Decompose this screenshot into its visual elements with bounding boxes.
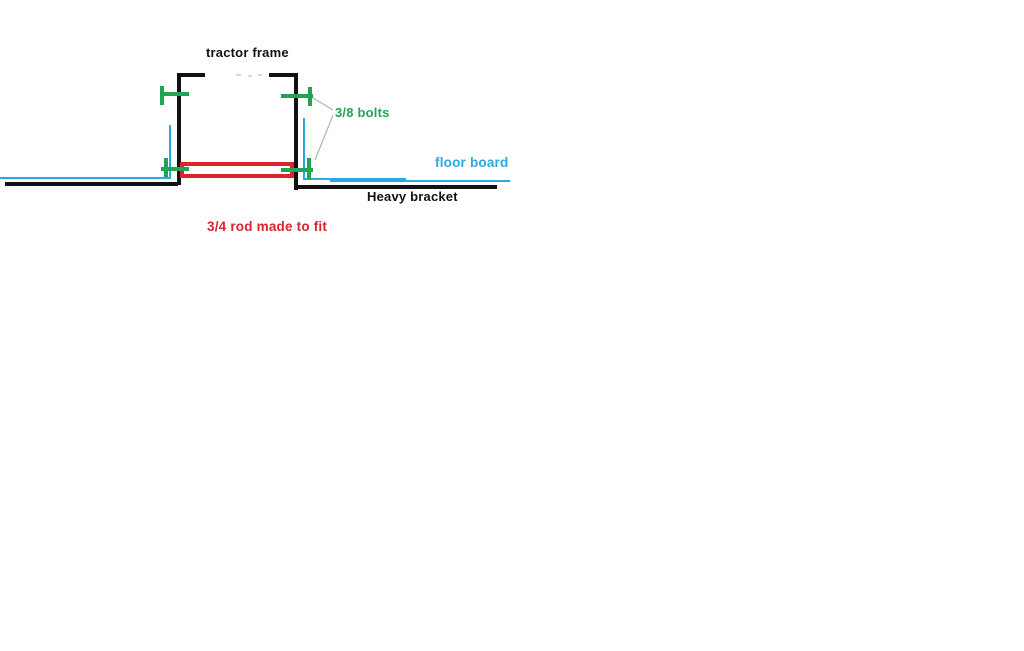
tractor-frame-right-flange (269, 73, 298, 77)
bolt-top-left-head (160, 86, 164, 105)
heavy-bracket-line-right (298, 185, 497, 189)
tractor-frame-left-flange (177, 73, 205, 77)
tractor-frame-right-leg (294, 73, 298, 190)
tractor-frame-label: tractor frame (206, 45, 289, 60)
floor-board-line-left (0, 177, 171, 179)
leader-line-lower-bolt (314, 114, 334, 161)
tractor-frame-left-leg (177, 73, 181, 185)
floor-board-line-right-lower (330, 180, 510, 182)
bolts-label: 3/8 bolts (335, 105, 390, 120)
floor-board-line-right-upper (303, 178, 406, 180)
rod-label: 3/4 rod made to fit (207, 219, 328, 234)
bolt-top-right-head (308, 87, 312, 106)
faint-mark (236, 74, 241, 76)
floor-board-riser-left (169, 125, 171, 179)
bolt-bottom-left-shaft (161, 167, 189, 171)
faint-mark (258, 74, 262, 76)
faint-mark (248, 75, 252, 77)
bolt-bottom-right-shaft (281, 168, 313, 172)
floor-board-riser-right (303, 118, 305, 180)
bolt-top-left-shaft (160, 92, 189, 96)
heavy-bracket-label: Heavy bracket (367, 189, 458, 204)
heavy-bracket-line-left (5, 182, 178, 186)
bolt-top-right-shaft (281, 94, 313, 98)
leader-line-upper-bolt (312, 97, 334, 111)
floor-board-label: floor board (435, 155, 509, 170)
bolt-bottom-right-head (307, 158, 311, 179)
bolt-bottom-left-head (164, 158, 168, 177)
rod-rectangle (180, 162, 294, 178)
